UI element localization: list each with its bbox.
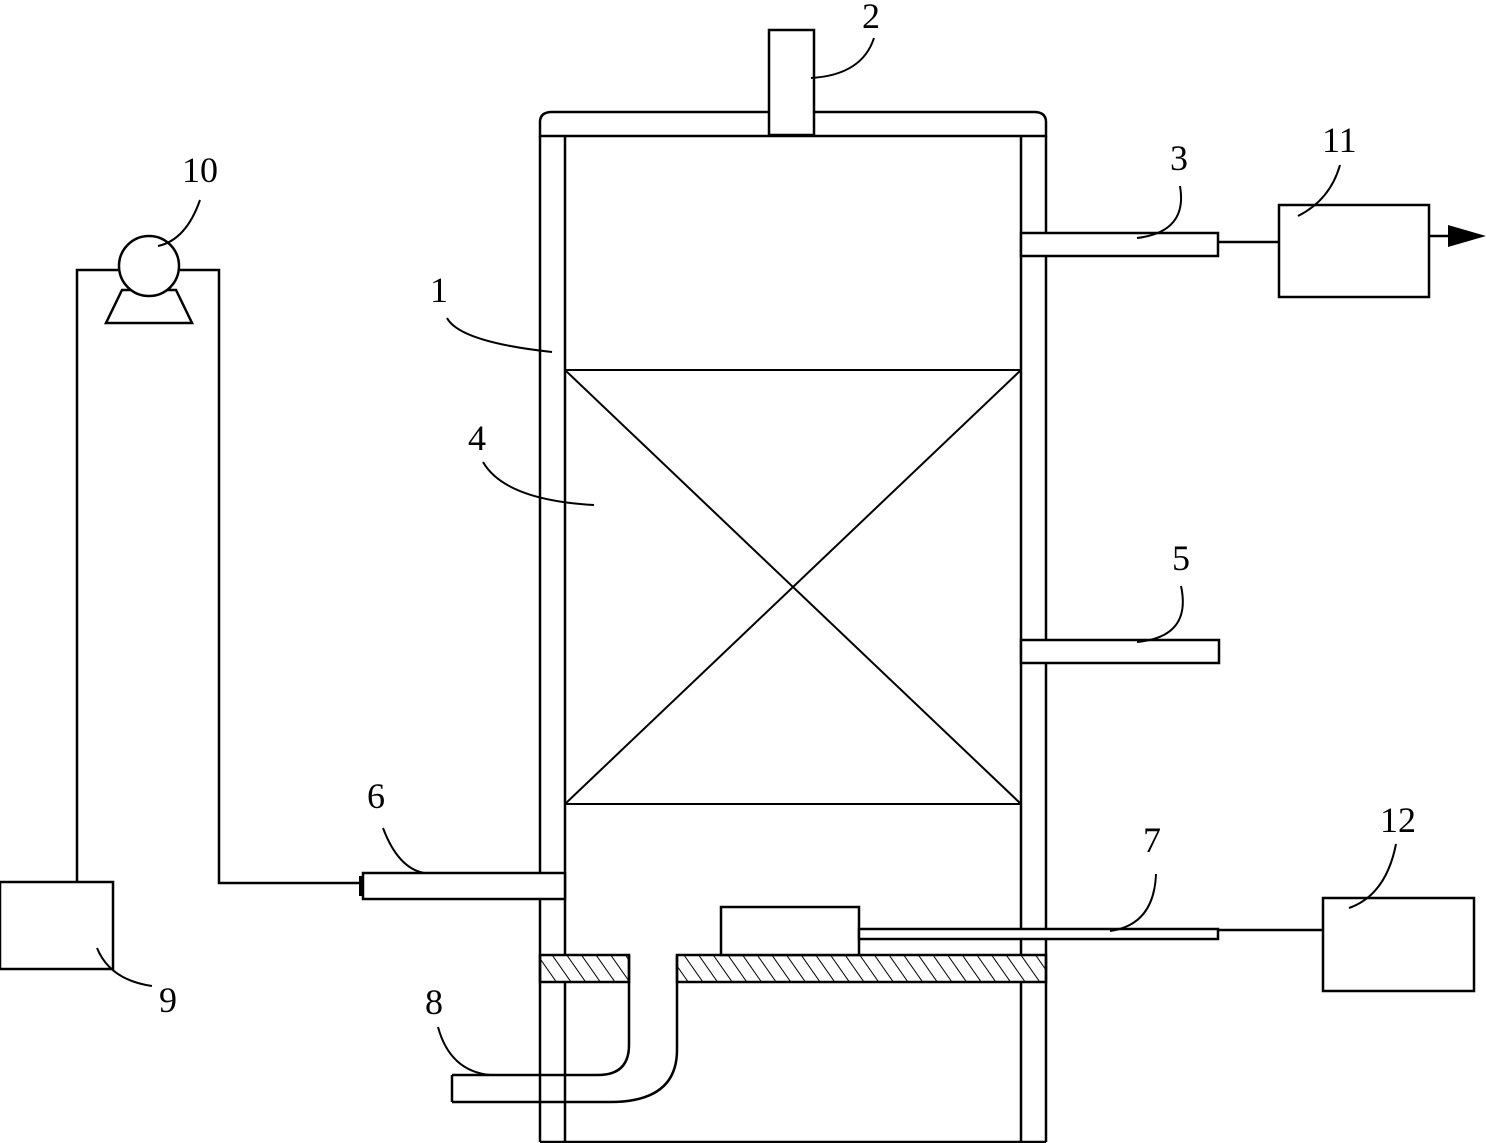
inlet-pipe-6: [361, 871, 567, 901]
label-10: 10: [182, 150, 218, 190]
label-5: 5: [1172, 538, 1190, 578]
probe-7: [857, 927, 1220, 941]
label-3: 3: [1170, 138, 1188, 178]
recirculation-line-feed: [75, 268, 118, 882]
component-labels: 1 2 3 4 5 6 7 8 9 10 11 12: [159, 0, 1416, 1022]
internal-unit: [719, 905, 861, 957]
outflow-arrow-icon: [1448, 225, 1486, 247]
packing-layer: [564, 369, 1022, 805]
label-1: 1: [430, 270, 448, 310]
reactor-vessel: [538, 110, 1048, 1143]
label-12: 12: [1380, 800, 1416, 840]
leader-8: [437, 1026, 491, 1076]
leader-1: [446, 317, 553, 353]
label-2: 2: [862, 0, 880, 36]
label-7: 7: [1143, 820, 1161, 860]
vessel-top-cap: [538, 110, 1048, 138]
leader-3: [1136, 185, 1183, 239]
packing-box: [564, 369, 1022, 805]
side-pipe-3: [1019, 231, 1220, 258]
recirculation-line-return: [180, 268, 359, 885]
label-4: 4: [468, 418, 486, 458]
inlet-pipe-6-cap: [359, 876, 364, 896]
pump-icon: [104, 234, 194, 325]
leader-5: [1136, 585, 1184, 643]
support-plate: [538, 953, 1048, 984]
leader-lines: [96, 37, 1397, 1076]
leader-7: [1109, 873, 1157, 932]
tank-9-box: [0, 880, 115, 971]
leader-12: [1348, 843, 1397, 909]
leader-9: [96, 947, 153, 987]
label-11: 11: [1322, 120, 1357, 160]
top-outlet-pipe: [767, 28, 816, 137]
bent-pipe-inner: [452, 955, 631, 1077]
bottom-bent-pipe: [450, 955, 679, 1104]
leader-4: [482, 461, 595, 506]
packing-cross-b: [564, 369, 1022, 805]
support-plate-hatch-left: [538, 953, 631, 984]
support-plate-hatch-right: [675, 953, 1048, 984]
unit-11-box: [1277, 203, 1431, 299]
pump-body: [117, 234, 181, 298]
label-6: 6: [367, 776, 385, 816]
leader-6: [382, 827, 425, 874]
unit-12-box: [1321, 896, 1476, 993]
side-pipe-5: [1019, 638, 1221, 665]
leader-10: [157, 199, 201, 247]
label-9: 9: [159, 980, 177, 1020]
leader-2: [810, 37, 875, 79]
leader-11: [1297, 164, 1341, 217]
label-8: 8: [425, 982, 443, 1022]
bent-pipe-outer: [452, 955, 679, 1104]
